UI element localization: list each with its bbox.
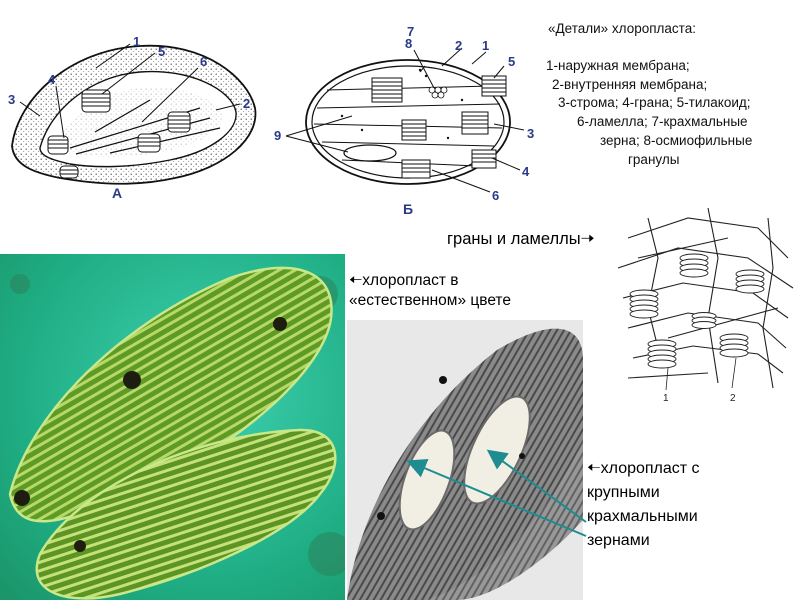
a-label-5: 5 <box>158 44 165 59</box>
legend-line-2: 2-внутренняя мембрана; <box>552 76 708 92</box>
osmiophilic-granules <box>428 86 448 99</box>
b-label-7: 7 <box>407 24 414 39</box>
legend-line-1: 1-наружная мембрана; <box>546 57 690 73</box>
em-pointer-arrows <box>406 449 587 537</box>
a-label-1: 1 <box>133 34 140 49</box>
chloroplast-color-micrograph <box>0 254 345 600</box>
section-grana <box>371 75 507 179</box>
grana-label-1: 1 <box>663 393 669 404</box>
chloroplast-section-diagram: 7 8 2 1 5 3 4 6 9 Б <box>274 24 534 217</box>
legend-line-6: гранулы <box>628 151 680 167</box>
a-label-6: 6 <box>200 54 207 69</box>
a-label-4: 4 <box>48 72 56 87</box>
em-micrograph-caption: 🠠хлоропласт с крупными крахмальными зерн… <box>587 460 700 549</box>
b-label-5: 5 <box>508 54 515 69</box>
b-label-9: 9 <box>274 128 281 143</box>
b-label-2: 2 <box>455 38 462 53</box>
grana-label-2: 2 <box>730 393 736 404</box>
chloroplast-parts-legend: «Детали» хлоропласта: 1-наружная мембран… <box>546 20 796 170</box>
arrow-right-icon: 🠢 <box>580 230 595 248</box>
color-micrograph-caption: 🠠хлоропласт в «естественном» цвете <box>349 272 511 309</box>
b-label-1: 1 <box>482 38 489 53</box>
a-label-2: 2 <box>243 96 250 111</box>
arrow-left-icon: 🠠 <box>349 272 363 289</box>
b-caption: Б <box>403 201 413 217</box>
legend-line-5: зерна; 8-осмиофильные <box>600 132 753 148</box>
grana-stacks <box>47 89 191 179</box>
b-label-4: 4 <box>522 164 530 179</box>
legend-line-3: 3-строма; 4-грана; 5-тилакоид; <box>558 95 751 111</box>
a-caption: А <box>112 185 122 201</box>
a-label-3: 3 <box>8 92 15 107</box>
b-label-3: 3 <box>527 126 534 141</box>
b-label-6: 6 <box>492 188 499 203</box>
arrow-left-icon: 🠠 <box>587 460 601 477</box>
legend-line-4: 6-ламелла; 7-крахмальные <box>577 114 748 130</box>
grana-caption: граны и ламеллы🠢 <box>447 230 595 248</box>
grana-lamellae-diagram: 1 2 <box>617 207 794 404</box>
chloroplast-3d-diagram: 1 2 3 4 5 6 А <box>8 34 257 201</box>
b-label-8: 8 <box>405 36 412 51</box>
legend-title: «Детали» хлоропласта: <box>548 21 696 36</box>
starch-grain <box>343 144 397 162</box>
